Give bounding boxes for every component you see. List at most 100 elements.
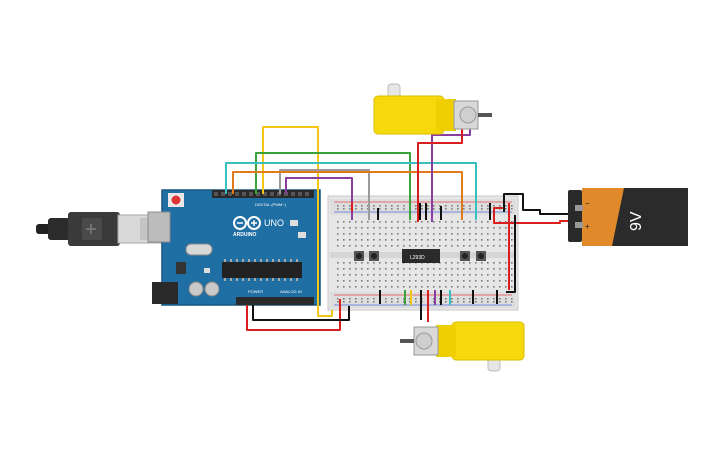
- breadboard-hole[interactable]: [511, 280, 513, 282]
- breadboard-hole[interactable]: [427, 233, 429, 235]
- breadboard-hole[interactable]: [475, 239, 477, 241]
- breadboard-hole[interactable]: [385, 274, 387, 276]
- breadboard-hole[interactable]: [433, 221, 435, 223]
- breadboard-hole[interactable]: [481, 221, 483, 223]
- breadboard-hole[interactable]: [397, 227, 399, 229]
- breadboard-hole[interactable]: [487, 227, 489, 229]
- breadboard-hole[interactable]: [445, 268, 447, 270]
- breadboard-hole[interactable]: [481, 239, 483, 241]
- breadboard-hole[interactable]: [499, 239, 501, 241]
- breadboard-hole[interactable]: [349, 208, 351, 210]
- breadboard-hole[interactable]: [469, 208, 471, 210]
- breadboard-hole[interactable]: [445, 208, 447, 210]
- breadboard-hole[interactable]: [481, 227, 483, 229]
- breadboard-hole[interactable]: [403, 245, 405, 247]
- breadboard-hole[interactable]: [349, 245, 351, 247]
- breadboard-hole[interactable]: [367, 286, 369, 288]
- breadboard-hole[interactable]: [355, 205, 357, 207]
- breadboard-hole[interactable]: [427, 245, 429, 247]
- breadboard-hole[interactable]: [337, 221, 339, 223]
- breadboard-hole[interactable]: [403, 221, 405, 223]
- breadboard-hole[interactable]: [421, 221, 423, 223]
- breadboard-hole[interactable]: [451, 268, 453, 270]
- breadboard-hole[interactable]: [337, 268, 339, 270]
- breadboard-hole[interactable]: [445, 245, 447, 247]
- breadboard-hole[interactable]: [475, 274, 477, 276]
- breadboard-hole[interactable]: [385, 233, 387, 235]
- breadboard-hole[interactable]: [451, 301, 453, 303]
- breadboard-hole[interactable]: [445, 221, 447, 223]
- breadboard-hole[interactable]: [505, 298, 507, 300]
- breadboard-hole[interactable]: [349, 301, 351, 303]
- breadboard-hole[interactable]: [421, 227, 423, 229]
- breadboard-hole[interactable]: [355, 301, 357, 303]
- breadboard-hole[interactable]: [487, 286, 489, 288]
- breadboard-hole[interactable]: [385, 205, 387, 207]
- breadboard-hole[interactable]: [337, 208, 339, 210]
- breadboard-hole[interactable]: [451, 274, 453, 276]
- breadboard-hole[interactable]: [505, 301, 507, 303]
- breadboard-hole[interactable]: [499, 301, 501, 303]
- breadboard-hole[interactable]: [433, 298, 435, 300]
- breadboard-hole[interactable]: [481, 301, 483, 303]
- breadboard-hole[interactable]: [439, 298, 441, 300]
- breadboard-hole[interactable]: [457, 227, 459, 229]
- breadboard-hole[interactable]: [337, 274, 339, 276]
- breadboard-hole[interactable]: [409, 233, 411, 235]
- breadboard-hole[interactable]: [499, 274, 501, 276]
- breadboard-hole[interactable]: [421, 205, 423, 207]
- breadboard-hole[interactable]: [469, 227, 471, 229]
- breadboard-hole[interactable]: [451, 280, 453, 282]
- breadboard-hole[interactable]: [391, 239, 393, 241]
- breadboard-hole[interactable]: [487, 301, 489, 303]
- breadboard-hole[interactable]: [505, 268, 507, 270]
- breadboard-hole[interactable]: [499, 245, 501, 247]
- breadboard-hole[interactable]: [367, 280, 369, 282]
- breadboard-hole[interactable]: [421, 274, 423, 276]
- breadboard-hole[interactable]: [499, 221, 501, 223]
- breadboard-hole[interactable]: [463, 205, 465, 207]
- breadboard-hole[interactable]: [439, 208, 441, 210]
- breadboard-hole[interactable]: [367, 301, 369, 303]
- usb-cable-icon[interactable]: [36, 212, 163, 246]
- breadboard-hole[interactable]: [355, 298, 357, 300]
- breadboard-hole[interactable]: [379, 208, 381, 210]
- breadboard-hole[interactable]: [355, 268, 357, 270]
- breadboard-hole[interactable]: [391, 274, 393, 276]
- breadboard-hole[interactable]: [475, 298, 477, 300]
- breadboard-hole[interactable]: [337, 262, 339, 264]
- breadboard-hole[interactable]: [427, 280, 429, 282]
- breadboard-hole[interactable]: [481, 233, 483, 235]
- breadboard-hole[interactable]: [463, 233, 465, 235]
- breadboard-hole[interactable]: [457, 221, 459, 223]
- breadboard-hole[interactable]: [511, 286, 513, 288]
- breadboard-hole[interactable]: [385, 301, 387, 303]
- breadboard-hole[interactable]: [397, 205, 399, 207]
- breadboard-hole[interactable]: [493, 205, 495, 207]
- breadboard-hole[interactable]: [445, 262, 447, 264]
- breadboard-hole[interactable]: [385, 221, 387, 223]
- breadboard-hole[interactable]: [367, 239, 369, 241]
- breadboard-hole[interactable]: [493, 274, 495, 276]
- breadboard-hole[interactable]: [343, 205, 345, 207]
- breadboard-hole[interactable]: [373, 286, 375, 288]
- breadboard-hole[interactable]: [343, 208, 345, 210]
- breadboard-hole[interactable]: [391, 205, 393, 207]
- breadboard-hole[interactable]: [361, 268, 363, 270]
- breadboard-hole[interactable]: [391, 280, 393, 282]
- breadboard-hole[interactable]: [343, 221, 345, 223]
- breadboard-hole[interactable]: [487, 268, 489, 270]
- breadboard-hole[interactable]: [511, 268, 513, 270]
- breadboard-hole[interactable]: [373, 205, 375, 207]
- breadboard-hole[interactable]: [373, 280, 375, 282]
- breadboard-hole[interactable]: [361, 245, 363, 247]
- breadboard-hole[interactable]: [415, 280, 417, 282]
- breadboard-hole[interactable]: [427, 208, 429, 210]
- breadboard-hole[interactable]: [343, 286, 345, 288]
- breadboard-hole[interactable]: [391, 233, 393, 235]
- breadboard-hole[interactable]: [463, 298, 465, 300]
- breadboard-hole[interactable]: [427, 205, 429, 207]
- breadboard-hole[interactable]: [475, 233, 477, 235]
- breadboard-hole[interactable]: [451, 205, 453, 207]
- breadboard-hole[interactable]: [511, 221, 513, 223]
